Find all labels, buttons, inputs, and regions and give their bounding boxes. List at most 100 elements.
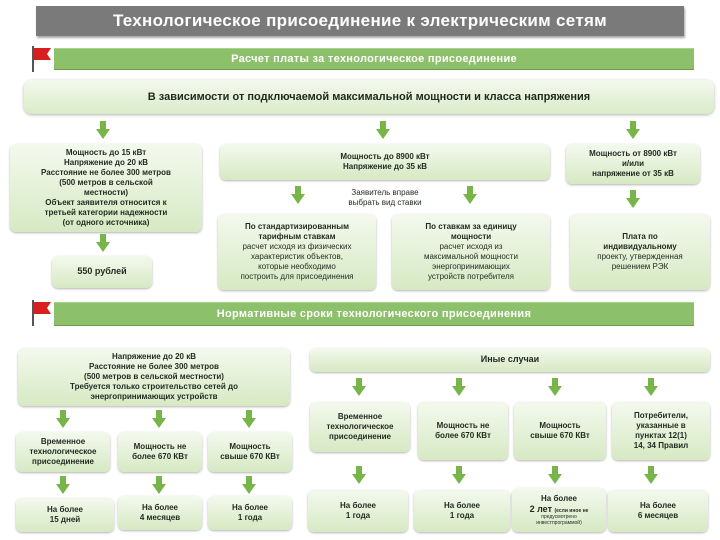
arrow-down-icon — [96, 121, 110, 139]
box-line: максимальной мощности — [424, 252, 518, 261]
box-line: напряжение от 35 кВ — [592, 169, 674, 178]
box-unit-rates: По ставкам за единицу мощности расчет ис… — [392, 214, 550, 290]
arrow-down-icon — [626, 121, 640, 139]
left-term-15-days: На более 15 дней — [16, 498, 114, 532]
flag-icon — [32, 300, 51, 326]
term-line: На более — [340, 501, 376, 510]
term-line: 1 года — [345, 511, 371, 520]
right-term-1-year-temp: На более 1 года — [308, 490, 408, 532]
box-line: (500 метров в сельской — [59, 178, 153, 187]
right-cat-special-consumers: Потребители, указанные в пунктах 12(1) 1… — [612, 402, 710, 460]
box-line: характеристик объектов, — [251, 252, 343, 261]
term-line: 1 года — [237, 513, 263, 522]
box-line: Расстояние не более 300 метров — [41, 168, 171, 177]
box-line: (от одного источника) — [62, 218, 150, 227]
arrow-down-icon — [291, 186, 305, 204]
box-line: Напряжение до 35 кВ — [342, 162, 428, 171]
box-line: Мощность до 8900 кВт — [340, 152, 430, 161]
term-line: 4 месяцев — [139, 513, 181, 522]
price-value: 550 рублей — [77, 266, 127, 277]
arrow-down-icon — [548, 466, 562, 484]
arrow-down-icon — [152, 410, 166, 428]
box-line: и/или — [621, 159, 645, 168]
term-line: На более — [142, 503, 178, 512]
right-cat-over-670: Мощность свыше 670 КВт — [514, 402, 606, 460]
term-note: предусмотрено — [541, 514, 577, 521]
arrow-down-icon — [463, 186, 477, 204]
term-line: 2 лет — [529, 503, 552, 514]
arrow-down-icon — [242, 410, 256, 428]
term-line: На более — [541, 493, 577, 503]
box-line: Мощность от 8900 кВт — [589, 149, 677, 158]
box-individual-project: Плата по индивидуальному проекту, утверж… — [570, 214, 710, 290]
term-line: На более — [232, 503, 268, 512]
right-term-6-months: На более 6 месяцев — [608, 490, 708, 532]
note-line: Заявитель вправе — [351, 188, 419, 197]
box-up-to-8900: Мощность до 8900 кВт Напряжение до 35 кВ — [220, 144, 550, 180]
term-line: На более — [640, 501, 676, 510]
box-line: энергопринимающих — [432, 262, 510, 271]
right-cat-temporary: Временное технологическое присоединение — [310, 402, 410, 452]
box-line: энергопринимающих устройств — [90, 392, 218, 401]
box-line: расчет исходя из физических — [242, 242, 352, 251]
arrow-down-icon — [352, 466, 366, 484]
cat-line: Временное — [40, 437, 86, 446]
box-heading: По стандартизированным — [245, 222, 349, 231]
cat-line: указанные в — [636, 421, 686, 430]
box-line: Напряжение до 20 кВ — [63, 158, 149, 167]
cat-line: пунктах 12(1) — [635, 431, 687, 440]
page-title: Технологическое присоединение к электрич… — [36, 6, 684, 36]
box-standard-rates: По стандартизированным тарифным ставкам … — [218, 214, 376, 290]
box-line: решением РЭК — [611, 262, 669, 271]
box-small-consumers: Мощность до 15 кВт Напряжение до 20 кВ Р… — [10, 144, 202, 232]
left-term-4-months: На более 4 месяцев — [118, 496, 202, 530]
term-line: 6 месяцев — [637, 511, 679, 520]
box-line: (500 метров в сельской местности) — [84, 372, 224, 381]
section-header-payment: Расчет платы за технологическое присоеди… — [54, 48, 694, 70]
box-line: местности) — [83, 188, 129, 197]
right-cat-up-to-670: Мощность не более 670 КВт — [418, 402, 508, 460]
box-heading: мощности — [450, 232, 492, 241]
box-over-8900: Мощность от 8900 кВт и/или напряжение от… — [566, 144, 700, 184]
box-line: устройств потребителя — [428, 272, 514, 281]
box-heading: По ставкам за единицу — [425, 222, 517, 231]
box-line: расчет исходя из — [439, 242, 503, 251]
box-line: Расстояние не более 300 метров — [89, 362, 219, 371]
subtitle-banner: В зависимости от подключаемой максимальн… — [24, 80, 714, 114]
box-line: которые необходимо — [258, 262, 336, 271]
cat-line: свыше 670 КВт — [220, 452, 280, 461]
term-note: инвестпрограммой) — [536, 519, 582, 526]
box-line: построить для присоединения — [240, 272, 354, 281]
arrow-down-icon — [644, 378, 658, 396]
box-line: Объект заявителя относится к — [45, 198, 167, 207]
cat-line: более 670 КВт — [435, 431, 491, 440]
arrow-down-icon — [242, 476, 256, 494]
cat-line: 14, 34 Правил — [633, 441, 689, 450]
arrow-down-icon — [152, 476, 166, 494]
term-line: 1 года — [449, 511, 475, 520]
box-heading: тарифным ставкам — [258, 232, 336, 241]
arrow-down-icon — [56, 476, 70, 494]
box-line: проекту, утвержденная — [597, 252, 683, 261]
box-other-cases: Иные случаи — [310, 348, 710, 372]
left-cat-temporary: Временное технологическое присоединение — [16, 432, 110, 472]
arrow-down-icon — [352, 378, 366, 396]
arrow-down-icon — [452, 466, 466, 484]
box-line: третьей категории надежности — [44, 208, 168, 217]
arrow-down-icon — [644, 466, 658, 484]
term-line: На более — [444, 501, 480, 510]
cat-line: присоединение — [32, 457, 94, 466]
box-up-to-20kv: Напряжение до 20 кВ Расстояние не более … — [18, 348, 290, 406]
box-line: Плата по — [622, 232, 658, 241]
left-term-1-year: На более 1 года — [208, 496, 292, 530]
section-header-deadlines: Нормативные сроки технологического присо… — [54, 302, 694, 326]
arrow-down-icon — [626, 190, 640, 208]
flag-icon — [32, 46, 51, 72]
note-line: выбрать вид ставки — [348, 198, 422, 207]
arrow-down-icon — [548, 378, 562, 396]
price-550: 550 рублей — [52, 256, 152, 288]
box-line: Требуется только строительство сетей до — [70, 382, 238, 391]
right-term-2-years: На более 2 лет (если иное не предусмотре… — [512, 488, 606, 532]
arrow-down-icon — [376, 121, 390, 139]
arrow-down-icon — [452, 378, 466, 396]
